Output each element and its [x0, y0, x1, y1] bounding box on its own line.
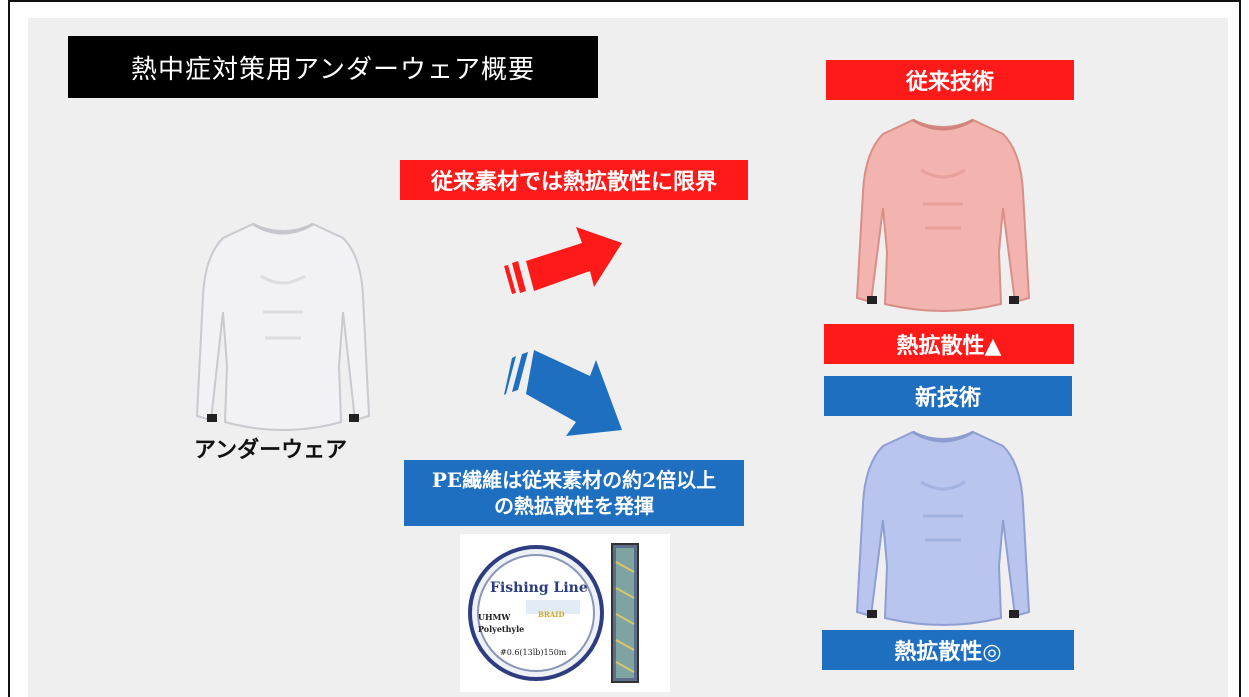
product-title: Fishing Line — [490, 580, 588, 596]
product-badge: BRAID — [538, 610, 565, 619]
spool-side-icon — [611, 543, 639, 683]
pe-fiber-note-line1: PE繊維は従来素材の約2倍以上 — [431, 468, 717, 492]
pink-undershirt-illustration — [855, 118, 1031, 312]
fishing-line-product-image: Fishing Line UHMW Polyethyle BRAID #0.6(… — [460, 534, 670, 692]
red-arrow-icon — [504, 227, 622, 294]
pe-fiber-note-line2: の熱拡散性を発揮 — [494, 494, 654, 518]
slide-canvas: 熱中症対策用アンダーウェア概要 アンダーウェア 従来素材では熱拡散性に限界 PE… — [28, 18, 1228, 697]
conventional-tech-header: 従来技術 — [826, 60, 1074, 100]
spool-front-icon — [468, 545, 604, 681]
blue-undershirt-illustration — [855, 430, 1031, 626]
product-spec: #0.6(13lb)150m — [500, 648, 567, 657]
new-tech-header: 新技術 — [824, 376, 1072, 416]
pe-fiber-note: PE繊維は従来素材の約2倍以上 の熱拡散性を発揮 — [404, 460, 744, 526]
conventional-limit-note: 従来素材では熱拡散性に限界 — [400, 160, 748, 200]
slide-title: 熱中症対策用アンダーウェア概要 — [68, 36, 598, 98]
blue-arrow-icon — [504, 350, 622, 436]
new-tech-heat-rating: 熱拡散性◎ — [822, 630, 1074, 670]
product-material-line1: UHMW — [478, 612, 511, 622]
product-material-line2: Polyethyle — [478, 624, 525, 634]
conventional-heat-rating: 熱拡散性▲ — [824, 324, 1074, 364]
underwear-label: アンダーウェア — [194, 437, 348, 463]
white-undershirt-illustration — [195, 222, 371, 431]
